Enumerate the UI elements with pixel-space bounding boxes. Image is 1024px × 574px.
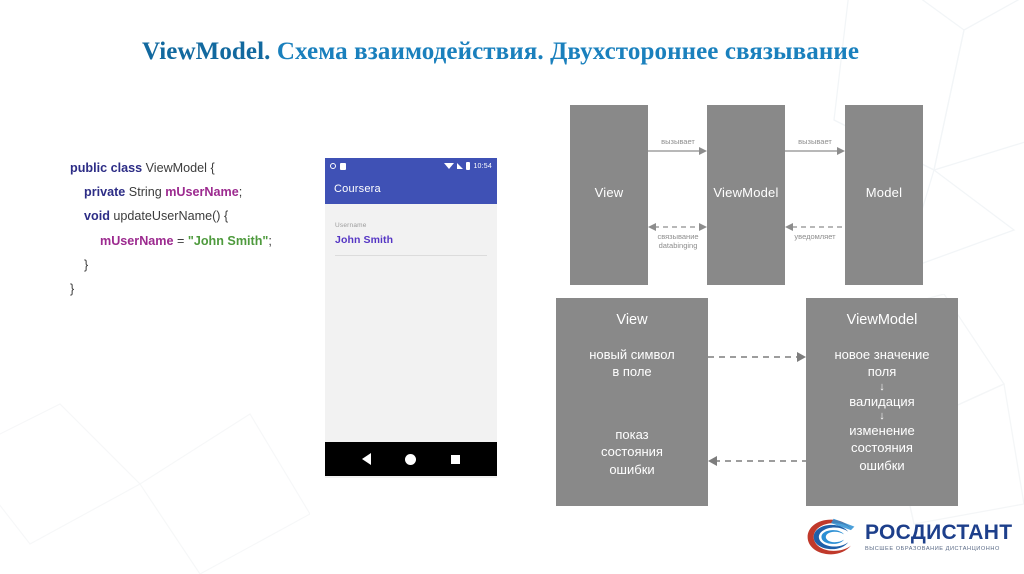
code-keyword: void — [84, 209, 110, 224]
text-line: новое значение — [834, 347, 930, 362]
status-right-icons: 10:54 — [444, 162, 492, 170]
down-arrow-icon: ↓ — [879, 409, 885, 422]
code-line-6: } — [70, 281, 75, 296]
code-string: "John Smith" — [187, 233, 269, 248]
notification-circle-icon — [330, 163, 336, 169]
diagram-box-view-detail: View новый символ в поле показ состояния… — [556, 298, 708, 506]
nav-home-icon[interactable] — [405, 453, 417, 465]
diagram-bottom-arrows — [708, 352, 806, 466]
battery-icon — [466, 162, 471, 170]
text-line: состояния — [601, 444, 663, 460]
field-underline — [335, 255, 487, 256]
title-rest: Схема взаимодействия. Двухстороннее связ… — [270, 38, 860, 65]
code-type: String — [125, 185, 166, 200]
logo-name-part1: РОС — [865, 521, 911, 544]
diagram-bottom: View новый символ в поле показ состояния… — [550, 298, 970, 508]
code-text: ViewModel { — [142, 161, 215, 175]
box-text-flow: новое значение поля ↓ валидация ↓ измене… — [806, 346, 958, 474]
code-line-2: private String mUserName; — [70, 180, 310, 204]
code-text: ; — [238, 185, 243, 200]
diagram-box-view: View — [570, 105, 648, 285]
code-line-3: void updateUserName() { — [70, 204, 310, 228]
logo-swirl-icon — [807, 518, 855, 555]
diagram-box-viewmodel-detail: ViewModel новое значение поля ↓ валидаци… — [806, 298, 958, 506]
signal-icon — [457, 163, 464, 169]
text-line: валидация — [849, 393, 915, 409]
box-title: ViewModel — [846, 312, 918, 328]
username-field-label: Username — [335, 222, 367, 229]
diagram-box-viewmodel: ViewModel — [707, 105, 785, 285]
code-sample: public class ViewModel { private String … — [70, 156, 310, 301]
arrow-label-calls-2: вызывает — [798, 137, 832, 146]
code-line-5: } — [84, 257, 89, 272]
code-text: = — [173, 233, 188, 248]
box-label: View — [594, 185, 624, 200]
box-text-error-state: показ состояния ошибки — [556, 426, 708, 478]
logo-name-part2: ДИСТАНТ — [910, 521, 1013, 544]
text-line: в поле — [612, 364, 652, 380]
code-line-4: mUserName = "John Smith"; — [70, 229, 310, 253]
diagram-top: View ViewModel Model вызывает вызывает с… — [550, 100, 970, 295]
arrow-label-line-2: databinging — [658, 241, 698, 251]
code-variable: mUserName — [100, 233, 174, 248]
text-line: показ — [615, 427, 649, 442]
wifi-icon — [444, 163, 455, 169]
text-line: поля — [867, 364, 897, 380]
clipboard-icon — [340, 162, 346, 170]
box-text-new-symbol: новый символ в поле — [556, 346, 708, 381]
rosdistant-logo: РОСДИСТАНТ ВЫСШЕЕ ОБРАЗОВАНИЕ ДИСТАНЦИОН… — [805, 512, 1012, 562]
phone-status-bar: 10:54 — [325, 158, 497, 174]
code-line-1: public class ViewModel { — [70, 156, 310, 180]
page-title: ViewModel. Схема взаимодействия. Двухсто… — [142, 36, 902, 68]
code-text: updateUserName() { — [109, 209, 229, 224]
phone-content: Username John Smith — [325, 204, 497, 442]
username-field-value[interactable]: John Smith — [335, 234, 394, 246]
nav-recents-icon[interactable] — [450, 454, 460, 464]
box-title: View — [616, 312, 648, 328]
nav-back-icon[interactable] — [362, 453, 372, 465]
diagram-top-arrows — [648, 147, 845, 231]
title-brand: ViewModel. — [142, 38, 271, 65]
status-left-icons — [330, 162, 346, 170]
text-line: состояния — [851, 440, 913, 456]
arrow-label-calls-1: вызывает — [661, 137, 695, 146]
arrow-label-databinding: связывание databinging — [645, 232, 711, 251]
diagram-box-model: Model — [845, 105, 923, 285]
box-label: ViewModel — [713, 185, 779, 200]
text-line: изменение — [849, 423, 915, 439]
arrow-label-notifies: уведомляет — [794, 232, 836, 241]
phone-nav-bar — [325, 442, 497, 476]
code-keyword: public class — [70, 161, 143, 175]
code-variable: mUserName — [165, 185, 239, 200]
logo-name: РОСДИСТАНТ — [865, 522, 1012, 543]
phone-app-bar: Coursera — [325, 174, 497, 204]
text-line: ошибки — [609, 461, 655, 477]
app-title: Coursera — [334, 183, 381, 195]
text-line: ошибки — [859, 457, 905, 473]
box-label: Model — [865, 185, 903, 200]
arrow-label-line-1: связывание — [657, 232, 699, 241]
code-text: ; — [268, 233, 272, 248]
code-keyword: private — [84, 185, 126, 200]
watermark-polygons-bottom-left — [0, 403, 310, 574]
status-time: 10:54 — [473, 162, 492, 170]
logo-tagline: ВЫСШЕЕ ОБРАЗОВАНИЕ ДИСТАНЦИОННО — [865, 546, 1000, 552]
logo-text: РОСДИСТАНТ ВЫСШЕЕ ОБРАЗОВАНИЕ ДИСТАНЦИОН… — [865, 522, 1012, 552]
text-line: новый символ — [589, 347, 675, 362]
down-arrow-icon: ↓ — [879, 380, 885, 393]
phone-mockup: 10:54 Coursera Username John Smith — [325, 158, 497, 478]
